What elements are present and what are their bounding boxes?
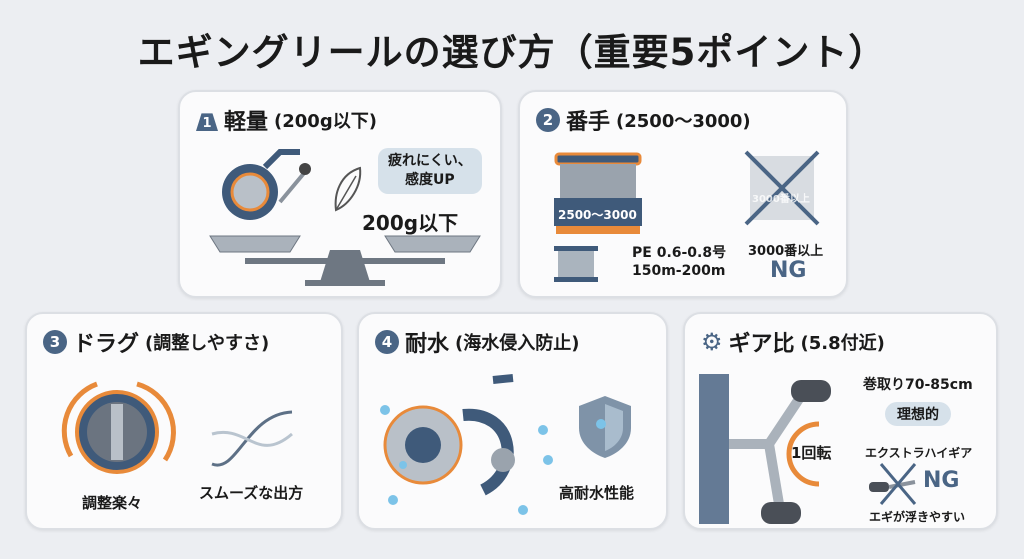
line-spool-icon (554, 246, 598, 282)
line-caption: スムーズな出方 (199, 484, 304, 502)
retrieve-label: 巻取り70-85cm (863, 377, 973, 393)
page-title: エギングリールの選び方（重要5ポイント） (137, 31, 887, 74)
number-badge: 2 (536, 108, 560, 132)
drag-knob-icon (61, 381, 176, 474)
line-length: 150m-200m (632, 263, 726, 280)
rotation-label: 1回転 (791, 444, 832, 462)
gear-icon: ⚙ (701, 328, 723, 356)
card-heading: ⚙ギア比(5.8付近) (701, 326, 885, 358)
heading-sub: (200g以下) (274, 111, 377, 132)
oversize-caption: 3000番以上 (748, 244, 824, 259)
heading-text: 軽量 (224, 110, 269, 135)
card-lightweight: 1 軽量(200g以下) 疲れにくい、感度UP 200g以下 (178, 90, 502, 298)
heading-text: 番手 (566, 110, 611, 135)
xhg-crossed-icon (869, 463, 917, 505)
weight-label: 200g以下 (362, 211, 459, 235)
line-spec: PE 0.6-0.8号 (632, 245, 727, 261)
ideal-badge: 理想的 (885, 402, 951, 426)
heading-sub: (5.8付近) (800, 333, 885, 354)
heading-text: ドラグ (73, 332, 140, 357)
benefit-bubble: 疲れにくい、感度UP (378, 148, 482, 194)
number-badge: 4 (375, 330, 399, 354)
bubble-line: 疲れにくい、 (388, 153, 472, 169)
heading-sub: (調整しやすさ) (145, 333, 270, 354)
oversize-spool-crossed (744, 150, 820, 226)
handle-illustration (699, 374, 831, 524)
reel-illustration (222, 149, 311, 220)
spool-label: 2500〜3000 (558, 208, 637, 222)
heading-sub: (2500〜3000) (616, 111, 751, 132)
bubble-line: 感度UP (405, 171, 455, 188)
shield-caption: 高耐水性能 (559, 484, 635, 502)
float-caption: エギが浮きやすい (869, 510, 966, 524)
card-gear-ratio: ⚙ギア比(5.8付近) 1回転 巻取り70-85cm 理想的 エクストラハイギア… (683, 312, 998, 530)
shield-icon (579, 396, 631, 458)
reel-splash-illustration (380, 374, 553, 515)
number-badge: 3 (43, 330, 67, 354)
ng-label: NG (923, 468, 960, 493)
ng-label: NG (770, 258, 807, 283)
weight-icon: 1 (196, 113, 218, 131)
feather-icon (334, 166, 362, 212)
heading-sub: (海水侵入防止) (455, 333, 580, 354)
oversize-spool-label: 3000番以上 (752, 194, 810, 205)
knob-caption: 調整楽々 (82, 494, 143, 512)
xhg-label: エクストラハイギア (865, 446, 973, 460)
card-heading: 1 軽量(200g以下) (196, 104, 377, 136)
scale-illustration (209, 235, 481, 286)
line-label: PE 0.6-0.8号 150m-200m (632, 244, 726, 280)
heading-text: 耐水 (405, 332, 450, 357)
heading-text: ギア比 (728, 332, 795, 357)
smooth-line-icon (211, 410, 293, 467)
spool-icon (554, 152, 642, 234)
